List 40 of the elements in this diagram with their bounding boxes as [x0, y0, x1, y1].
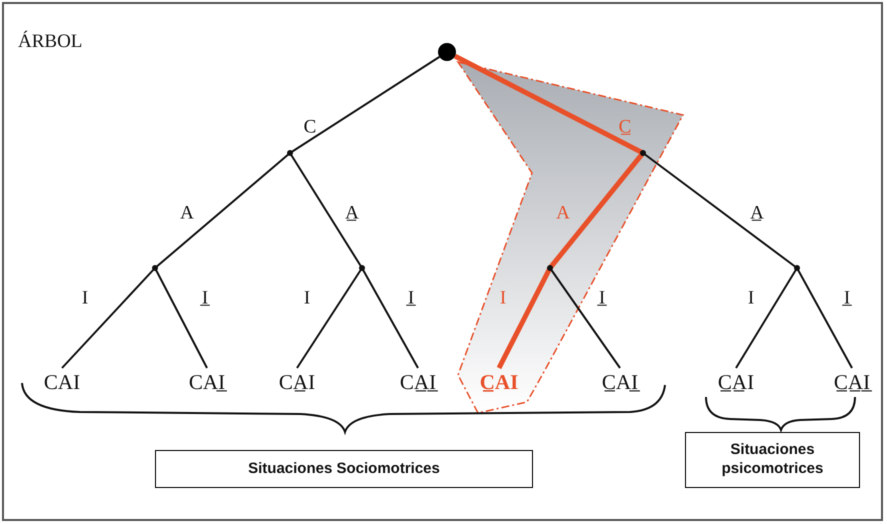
- leaf-label: C̲A̲I: [700, 368, 772, 396]
- tree-branch: [796, 268, 853, 368]
- branch-point: [359, 265, 365, 271]
- edge-label: C̲: [618, 118, 632, 136]
- tree-branch: [548, 151, 645, 270]
- edge-label: C: [304, 118, 316, 136]
- leaf-label: C̲AI̲: [584, 368, 656, 396]
- category-box: Situaciones psicomotrices: [685, 432, 860, 488]
- tree-branch: [549, 267, 621, 369]
- tree-branch: [642, 152, 798, 269]
- category-box: Situaciones Sociomotrices: [155, 450, 533, 488]
- tree-branch: [154, 152, 291, 269]
- leaf-label: CAI̲: [172, 368, 242, 396]
- edge-label: I: [500, 288, 506, 308]
- edge-label: A: [556, 204, 570, 222]
- tree-branch: [154, 268, 208, 368]
- edge-label: I̲: [598, 288, 606, 308]
- edge-label: I: [748, 288, 754, 308]
- leaf-label: CA̲I̲: [382, 368, 454, 396]
- tree-branch: [496, 266, 552, 370]
- leaf-label: CAI: [30, 368, 94, 396]
- edge-label: I̲: [844, 288, 850, 308]
- leaf-label: C̲AI: [466, 368, 532, 396]
- branch-point: [794, 265, 800, 271]
- edge-label: I: [82, 288, 88, 308]
- diagram-title: ÁRBOL: [18, 32, 82, 51]
- tree-branch: [454, 54, 644, 156]
- leaf-label: C̲A̲I̲: [824, 368, 880, 396]
- edge-label: I̲: [408, 288, 414, 308]
- edge-label: I̲: [202, 288, 208, 308]
- edge-label: A̲: [750, 204, 764, 222]
- leaf-label: CA̲I: [262, 368, 332, 396]
- branch-point: [152, 265, 158, 271]
- tree-branch: [61, 267, 156, 369]
- edge-label: I: [304, 288, 310, 308]
- tree-branch: [361, 268, 419, 368]
- branch-point: [287, 150, 293, 156]
- edge-label: A: [180, 204, 194, 222]
- root-node: [438, 43, 456, 61]
- edge-label: A̲: [345, 204, 359, 222]
